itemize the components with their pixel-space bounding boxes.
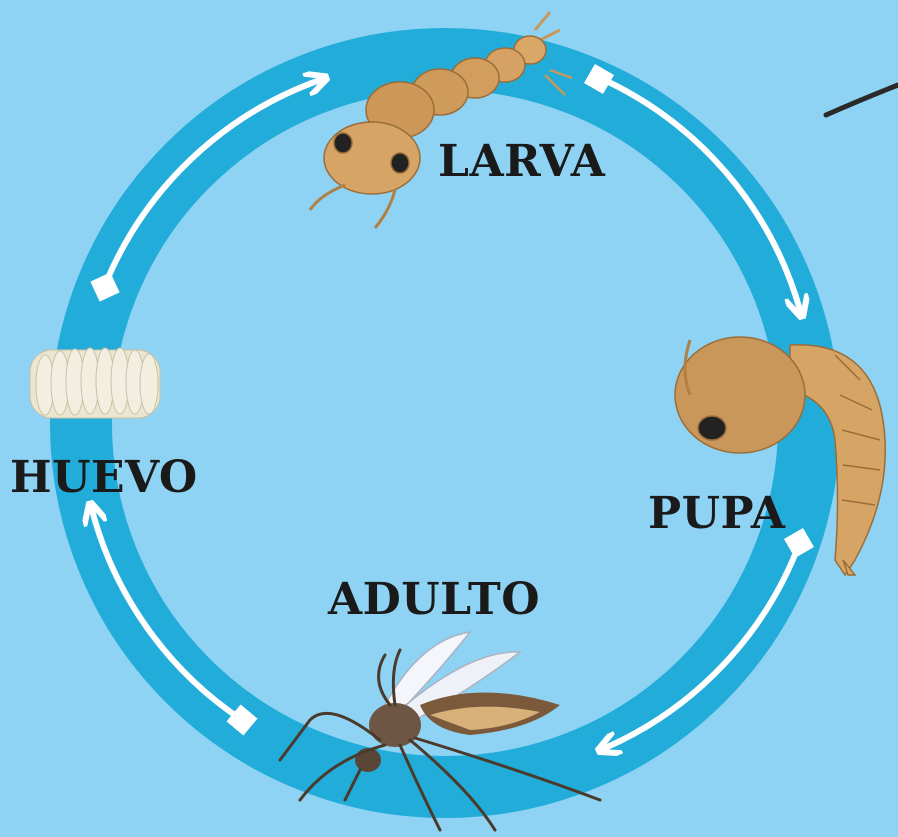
label-pupa: PUPA <box>648 492 785 536</box>
label-larva: LARVA <box>438 140 605 184</box>
label-huevo: HUEVO <box>10 456 198 500</box>
label-adulto: ADULTO <box>328 578 540 622</box>
eggs-illustration <box>30 348 160 418</box>
flying-mosquito-silhouette <box>826 85 898 115</box>
